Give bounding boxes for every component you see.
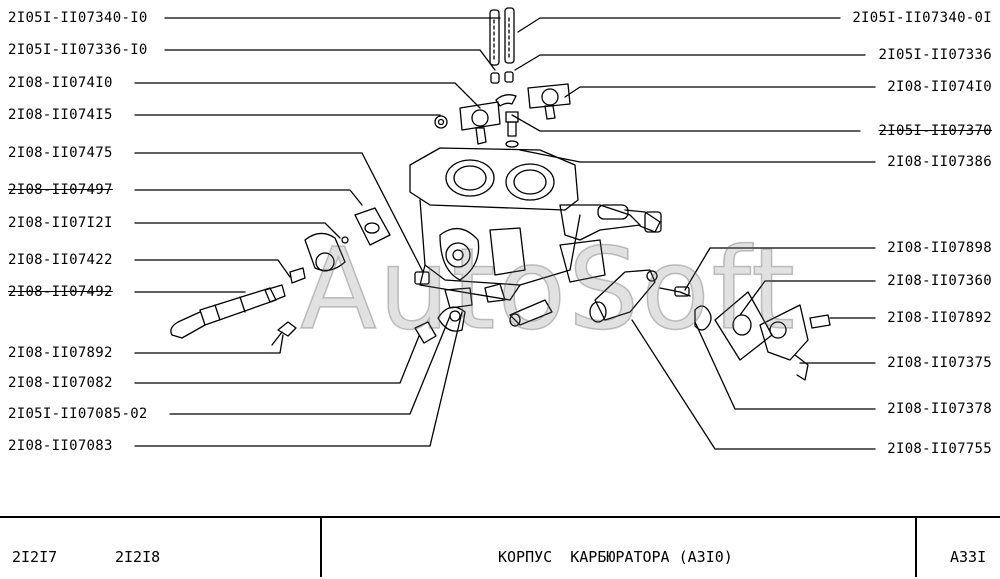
- part-number-label: 2I08-II074I0: [887, 79, 992, 95]
- part-number-label: 2I08-II07475: [8, 145, 113, 161]
- part-number-label: 2I08-II07375: [887, 355, 992, 371]
- part-number-label: 2I08-II07492: [8, 284, 113, 300]
- vacuum-fittings: [434, 83, 571, 148]
- part-number-label: 2I08-II07386: [887, 154, 992, 170]
- part-number-label: 2I05I-II07340-I0: [8, 10, 148, 26]
- leader-lines-left: [134, 17, 501, 447]
- watermark: AutoSoft: [299, 224, 798, 356]
- idle-parts-left: [414, 271, 466, 344]
- title-block: [0, 516, 1000, 579]
- title-block-divider-2: [915, 516, 917, 577]
- choke-drive-assembly: [170, 207, 391, 346]
- part-number-label: 2I08-II074I0: [8, 75, 113, 91]
- part-number-label: 2I05I-II07336-I0: [8, 42, 148, 58]
- part-number-label: 2I08-II07755: [887, 441, 992, 457]
- drawing-title: КОРПУС КАРБЮРАТОРА (А3I0): [498, 548, 733, 566]
- part-number-label: 2I08-II074I5: [8, 107, 113, 123]
- accelerator-pump-assembly: [589, 269, 831, 381]
- part-number-label: 2I08-II07497: [8, 182, 113, 198]
- part-number-label: 2I05I-II07085-02: [8, 406, 148, 422]
- part-number-label: 2I08-II07083: [8, 438, 113, 454]
- part-number-label: 2I08-II07892: [8, 345, 113, 361]
- sheet-number: А33I: [950, 548, 987, 566]
- model-number-1: 2I2I7: [12, 548, 58, 566]
- part-number-label: 2I08-II07082: [8, 375, 113, 391]
- carburetor-body: [409, 147, 662, 327]
- part-number-label: 2I05I-II07340-0I: [852, 10, 992, 26]
- part-number-label: 2I05I-II07370: [878, 123, 992, 139]
- leader-lines-right: [511, 17, 876, 450]
- part-number-label: 2I08-II07360: [887, 273, 992, 289]
- title-block-divider-1: [320, 516, 322, 577]
- part-number-label: 2I08-II07378: [887, 401, 992, 417]
- part-number-label: 2I08-II07892: [887, 310, 992, 326]
- part-number-label: 2I08-II07I2I: [8, 215, 113, 231]
- part-number-label: 2I05I-II07336: [878, 47, 992, 63]
- part-number-label: 2I08-II07422: [8, 252, 113, 268]
- part-number-label: 2I08-II07898: [887, 240, 992, 256]
- air-tubes: [489, 7, 515, 84]
- model-number-2: 2I2I8: [115, 548, 161, 566]
